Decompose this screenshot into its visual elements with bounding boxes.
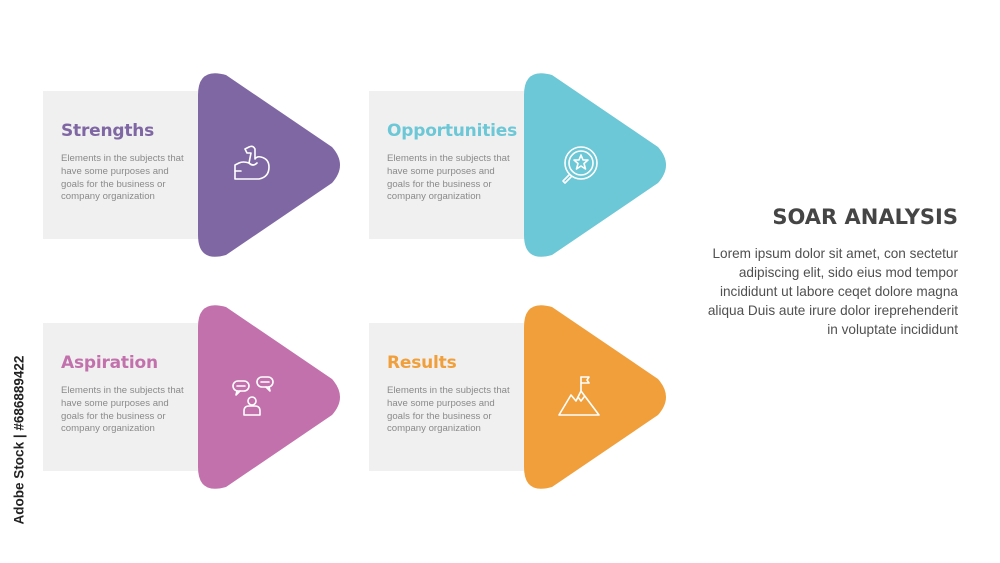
opportunities-description: Elements in the subjects that have some … (387, 153, 510, 203)
opportunities-arrow (524, 67, 674, 263)
stock-watermark: Adobe Stock | #686889422 (4, 322, 34, 558)
results-title: Results (387, 353, 457, 373)
results-description: Elements in the subjects that have some … (387, 385, 510, 435)
results-arrow (524, 299, 674, 495)
mountain-flag-icon (558, 376, 600, 416)
aspiration-arrow (198, 299, 348, 495)
strengths-arrow (198, 67, 348, 263)
strengths-title: Strengths (61, 121, 155, 141)
opportunities-title: Opportunities (387, 121, 518, 141)
aspiration-description: Elements in the subjects that have some … (61, 385, 184, 435)
page-description: Lorem ipsum dolor sit amet, con sectetur… (707, 246, 958, 337)
magnifier-star-icon (562, 146, 598, 184)
strengths-description: Elements in the subjects that have some … (61, 153, 184, 203)
page-title: SOAR ANALYSIS (772, 205, 958, 229)
stock-watermark-text: Adobe Stock | #686889422 (11, 355, 27, 525)
aspiration-title: Aspiration (61, 353, 158, 373)
person-chat-icon (232, 376, 274, 416)
flexed-arm-icon (234, 145, 270, 180)
